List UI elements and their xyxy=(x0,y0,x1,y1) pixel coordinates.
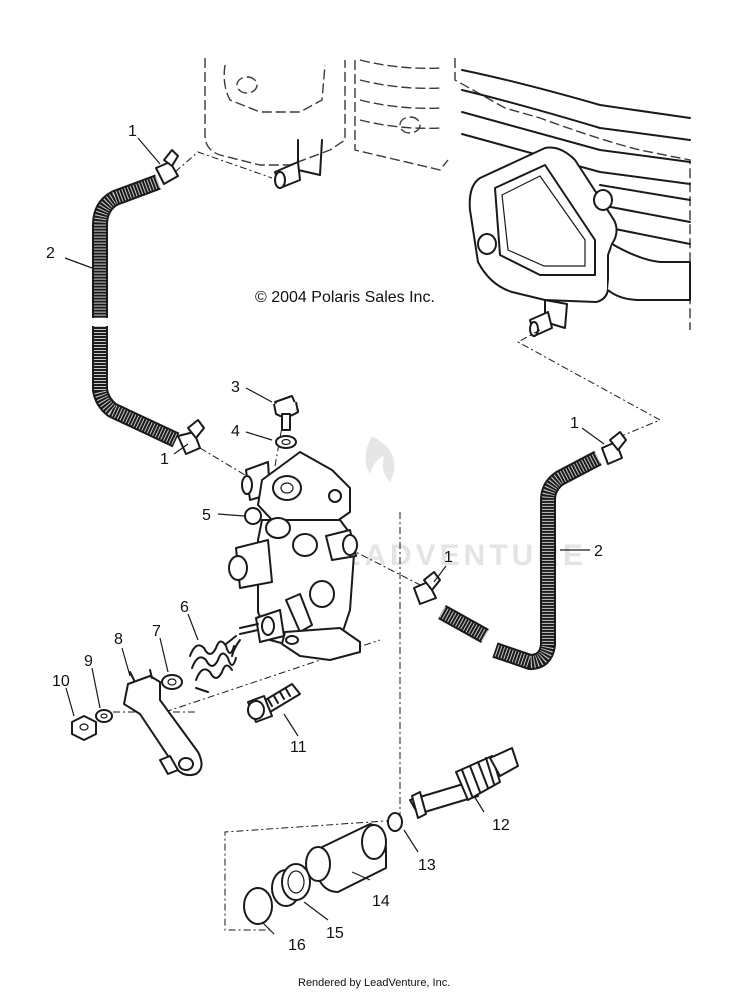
callout-13: 13 xyxy=(418,857,436,874)
callout-5: 5 xyxy=(202,507,211,524)
callout-1-pump: 1 xyxy=(160,451,169,468)
callout-7: 7 xyxy=(152,623,161,640)
copyright-text: © 2004 Polaris Sales Inc. xyxy=(255,289,435,306)
callout-15: 15 xyxy=(326,925,344,942)
engine-cylinder-left xyxy=(204,58,449,189)
clamp-top-left xyxy=(155,149,179,185)
clamp-mid-left xyxy=(177,419,205,455)
clamp-right-mid xyxy=(413,571,441,605)
footer-credit: Rendered by LeadVenture, Inc. xyxy=(298,977,450,989)
seal xyxy=(243,863,311,925)
engine-cylinder-right xyxy=(454,58,691,337)
oil-pump xyxy=(228,451,361,661)
banjo-bolt xyxy=(273,395,299,449)
control-lever xyxy=(123,669,203,777)
hose-right xyxy=(438,450,602,670)
clamps xyxy=(155,149,627,605)
callout-1-top: 1 xyxy=(128,123,137,140)
clamp-right-top xyxy=(601,431,627,465)
callout-4: 4 xyxy=(231,423,240,440)
washers-nut xyxy=(71,674,183,741)
mounting-screw xyxy=(247,683,301,723)
bushing xyxy=(305,812,403,893)
callout-2-left: 2 xyxy=(46,245,55,262)
hose-left xyxy=(92,174,180,448)
callout-8: 8 xyxy=(114,631,123,648)
leader-lines xyxy=(64,137,605,935)
callout-3: 3 xyxy=(231,379,240,396)
callout-16: 16 xyxy=(288,937,306,954)
callout-9: 9 xyxy=(84,653,93,670)
callout-12: 12 xyxy=(492,817,510,834)
callout-1-mid: 1 xyxy=(444,549,453,566)
callout-14: 14 xyxy=(372,893,390,910)
spring xyxy=(189,635,241,693)
callout-1-right: 1 xyxy=(570,415,579,432)
callout-6: 6 xyxy=(180,599,189,616)
callout-2-right: 2 xyxy=(594,543,603,560)
callouts: 1 2 3 4 1 5 1 2 1 6 7 8 9 10 11 12 13 14… xyxy=(46,123,603,954)
callout-10: 10 xyxy=(52,673,70,690)
drive-shaft xyxy=(409,747,519,819)
callout-11: 11 xyxy=(290,739,307,756)
